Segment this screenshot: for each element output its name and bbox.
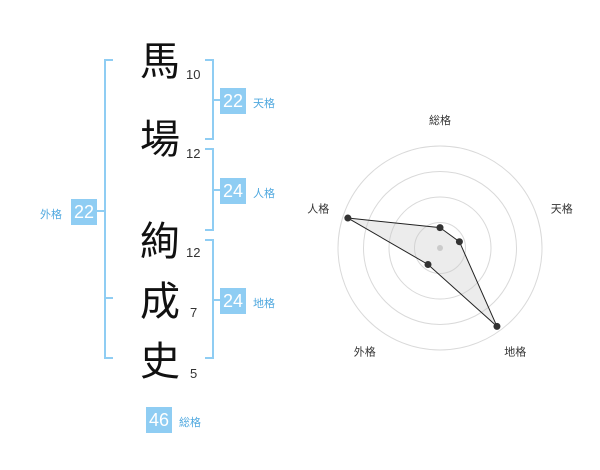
stroke-count-4: 7 — [190, 305, 198, 320]
radar-series-area — [347, 217, 498, 327]
radar-ring-2 — [388, 196, 492, 300]
radar-point-4 — [344, 214, 352, 222]
gaikaku-badge: 22 — [71, 199, 97, 225]
stroke-count-1: 10 — [186, 67, 201, 82]
tenkaku-label: 天格 — [253, 97, 275, 110]
radar-axis-label-3: 外格 — [354, 345, 376, 359]
stroke-count-5: 5 — [190, 366, 198, 381]
radar-ring-1 — [414, 222, 466, 274]
soukaku-badge: 46 — [146, 407, 172, 433]
radar-point-1 — [455, 238, 463, 246]
radar-point-2 — [493, 322, 501, 330]
soukaku-label: 総格 — [179, 416, 201, 429]
chikaku-badge: 24 — [220, 288, 246, 314]
name-char-3: 絢 — [140, 219, 180, 265]
radar-axis-label-2: 地格 — [504, 345, 526, 359]
name-char-5: 史 — [140, 339, 180, 385]
gaikaku-label: 外格 — [40, 208, 62, 221]
radar-axis-label-4: 人格 — [307, 201, 329, 215]
chikaku-label: 地格 — [253, 297, 275, 310]
tenkaku-badge: 22 — [220, 88, 246, 114]
radar-ring-3 — [363, 171, 517, 325]
radar-axis-label-0: 総格 — [429, 113, 451, 127]
radar-point-0 — [436, 224, 444, 232]
radar-axis-label-1: 天格 — [551, 201, 573, 215]
stroke-count-2: 12 — [186, 146, 201, 161]
name-char-2: 場 — [140, 117, 180, 163]
name-char-1: 馬 — [140, 39, 180, 85]
jinkaku-label: 人格 — [253, 187, 275, 200]
radar-center — [437, 245, 443, 251]
gaikaku-bracket — [104, 59, 113, 359]
stroke-count-3: 12 — [186, 245, 201, 260]
radar-point-3 — [424, 261, 432, 269]
radar-ring-4 — [337, 145, 543, 351]
jinkaku-badge: 24 — [220, 178, 246, 204]
name-char-4: 成 — [140, 279, 180, 325]
